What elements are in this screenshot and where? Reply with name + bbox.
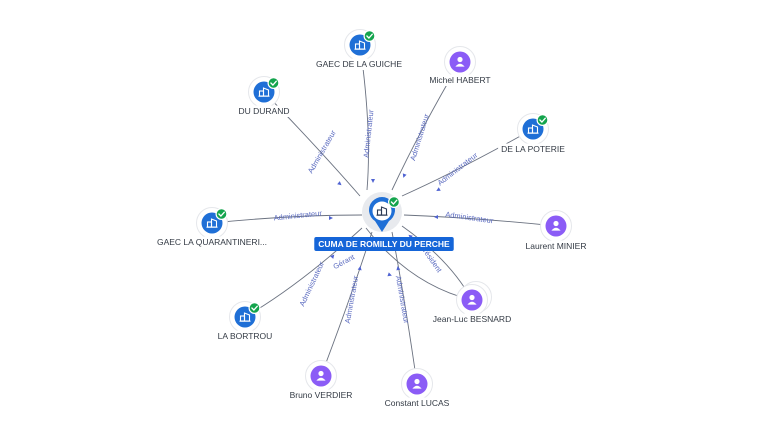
edge-arrow-icon [337,181,342,186]
edge-label: Administrateur [394,275,411,325]
node-label-text: GAEC DE LA GUICHE [316,59,402,69]
node-label-background [153,236,271,248]
person-icon [316,370,326,381]
verified-check-icon [363,30,376,43]
edge-label: Administrateur [343,274,360,324]
node-label-background [313,58,405,70]
edge-label: Administrateur [297,260,326,308]
node-du-durand[interactable]: DU DURAND [235,76,293,118]
edge-arrow-icon [357,266,362,271]
node-laurent-minier[interactable]: Laurent MINIER [522,210,590,253]
node-label: Jean-Luc BESNARD [429,313,515,325]
edge-label: Administrateur [408,112,431,161]
node-label-background [426,74,494,86]
edge-label: Administrateur [436,150,480,187]
building-icon [376,206,388,216]
node-label-text: GAEC LA QUARANTINERI... [157,237,267,247]
nodes-layer: GAEC DE LA GUICHE Michel HABERT DU DURAND D… [153,29,590,410]
verified-check-icon [248,302,261,315]
node-label-text: Laurent MINIER [526,241,587,251]
node-label-background [522,240,590,252]
node-label-text: Constant LUCAS [385,398,450,408]
center-node-marker[interactable] [362,192,402,232]
node-label-background [498,143,568,155]
center-label[interactable]: CUMA DE ROMILLY DU PERCHE [314,237,454,251]
node-label-text: Jean-Luc BESNARD [433,314,511,324]
node-label: Laurent MINIER [522,240,590,252]
person-icon [412,378,422,389]
edge-label: Administrateur [273,208,323,222]
edge-laurent-minier [403,214,557,227]
node-bruno-verdier[interactable]: Bruno VERDIER [286,360,356,402]
verified-check-icon [215,208,228,221]
edge-arrow-icon [330,254,335,259]
node-label-background [214,330,276,342]
node-label: Bruno VERDIER [286,389,356,401]
edge-arrow-icon [402,173,407,178]
node-de-la-poterie[interactable]: DE LA POTERIE [498,113,568,156]
node-label: Michel HABERT [426,74,494,86]
node-label-background [381,397,453,409]
node-label-background [429,313,515,325]
person-icon [455,56,465,67]
edge-du-durand [263,91,361,197]
node-gaec-guiche[interactable]: GAEC DE LA GUICHE [313,29,405,71]
node-label-text: LA BORTROU [218,331,273,341]
edge-gaec-quarantiniere [211,214,363,224]
person-icon [551,220,561,231]
building-icon [258,87,270,97]
node-label-text: Bruno VERDIER [290,390,353,400]
node-label: GAEC DE LA GUICHE [313,58,405,70]
node-label: LA BORTROU [214,330,276,342]
node-label: Constant LUCAS [381,397,453,409]
verified-check-icon [267,76,280,89]
node-jean-luc-besnard[interactable]: Jean-Luc BESNARD [429,281,515,326]
edge-arrow-icon [371,179,375,183]
building-icon [354,40,366,50]
edge-arrow-icon [387,272,392,277]
edge-arrow-icon [408,234,413,239]
building-icon [527,124,539,134]
node-label-background [235,105,293,117]
center-node[interactable]: CUMA DE ROMILLY DU PERCHE [314,192,454,251]
node-label-text: DU DURAND [239,106,290,116]
building-icon [239,312,251,322]
edge-arrow-icon [434,215,438,219]
node-label: DE LA POTERIE [498,143,568,155]
verified-check-icon [536,113,549,126]
center-label-background [314,237,454,251]
node-label: DU DURAND [235,105,293,117]
edge-label: Administrateur [362,109,376,159]
edge-arrow-icon [329,216,333,220]
edge-label: Administrateur [445,210,495,226]
verified-check-icon [388,196,401,209]
node-la-bortrou[interactable]: LA BORTROU [214,301,276,343]
node-label: GAEC LA QUARANTINERI... [153,236,271,248]
node-michel-habert[interactable]: Michel HABERT [426,46,494,87]
node-gaec-quarantiniere[interactable]: GAEC LA QUARANTINERI... [153,207,271,249]
center-label-text: CUMA DE ROMILLY DU PERCHE [318,239,450,249]
edge-label: Administrateur [306,128,338,175]
edge-label: Gérant [332,252,357,271]
node-label-text: Michel HABERT [429,75,490,85]
node-label-background [286,389,356,401]
building-icon [206,218,218,228]
edge-arrow-icon [436,187,441,191]
edge-de-la-poterie [401,128,534,197]
node-constant-lucas[interactable]: Constant LUCAS [381,368,453,410]
node-label-text: DE LA POTERIE [501,144,565,154]
edge-arrow-icon [396,266,401,271]
person-icon [467,294,477,305]
